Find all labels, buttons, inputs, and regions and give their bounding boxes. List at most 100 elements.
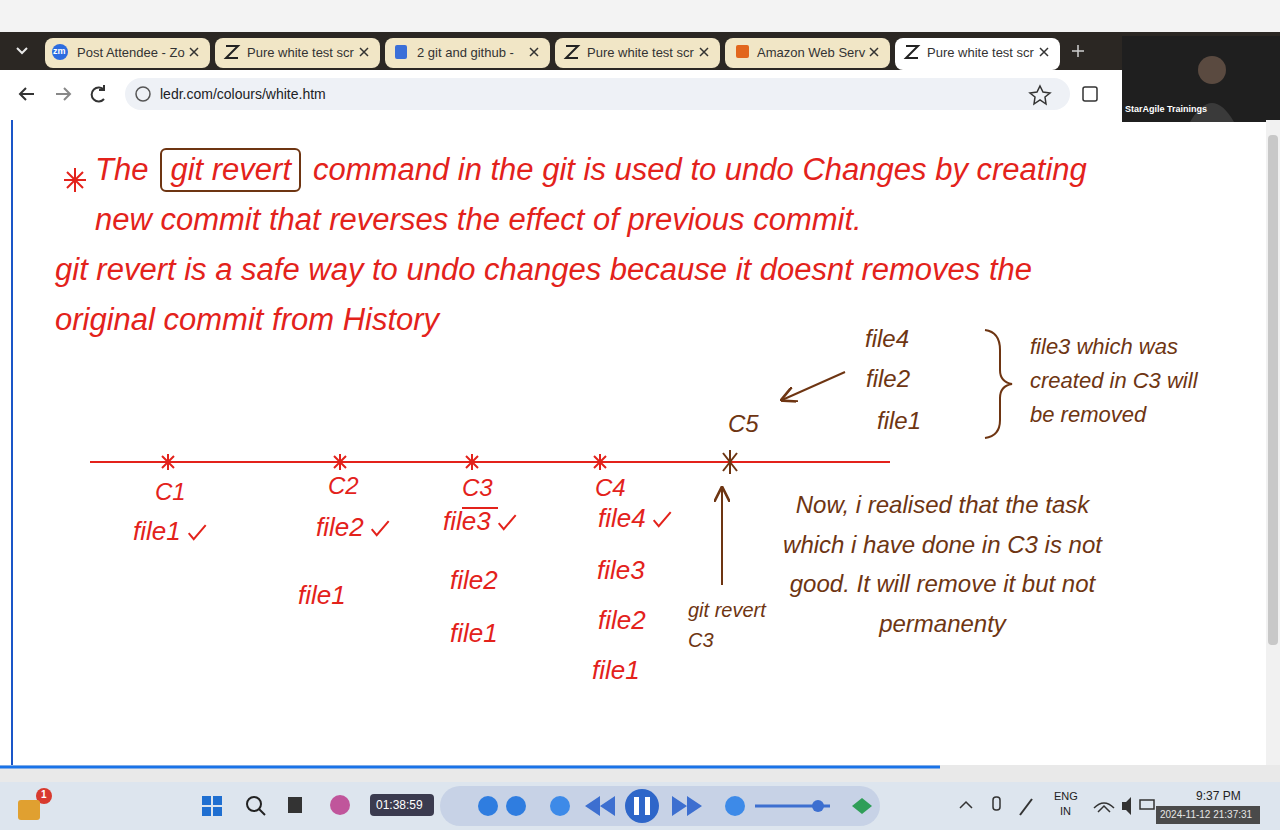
search-icon (247, 797, 261, 811)
tab-menu (17, 48, 27, 53)
app-icon (330, 795, 350, 815)
timestamp-ground (1156, 806, 1260, 824)
site-icon (136, 87, 150, 101)
bullet-star (64, 168, 86, 192)
screen-text: Pure white test scr (587, 45, 694, 61)
app-icon (852, 798, 872, 814)
rewind-button (585, 796, 615, 816)
forward-button (672, 796, 702, 816)
commit-mark (466, 454, 478, 470)
pointer-arrow (782, 372, 845, 400)
handwritten-note: file3 (597, 555, 645, 586)
pause-button (625, 789, 659, 823)
tab-icon (736, 45, 749, 58)
screen-text: Pure white test scr (247, 45, 354, 61)
tray-arrow (960, 802, 972, 808)
check-mark (189, 525, 206, 539)
handwritten-note: file3 (443, 506, 491, 537)
screen-text: 1 (41, 789, 47, 801)
forward-button (56, 88, 70, 100)
extensions-icon (1083, 87, 1097, 101)
check-mark (499, 515, 516, 529)
weather-icon (18, 800, 40, 820)
handwritten-note: file1 (450, 618, 498, 649)
definition-text: The (95, 152, 148, 187)
screen-text: Pure white test scr (927, 45, 1034, 61)
app-icon (550, 796, 570, 816)
handwritten-note: git revert C3 (688, 595, 788, 655)
tab (725, 38, 890, 68)
tab-icon (395, 45, 407, 59)
handwritten-note: file2 (598, 605, 646, 636)
screen-top (0, 0, 1280, 32)
commit-mark (334, 454, 346, 470)
page-border (11, 120, 13, 765)
handwritten-note: C3 (462, 474, 493, 503)
tab (45, 38, 210, 68)
screen-text: 2 git and github - (417, 45, 514, 61)
tab-icon (566, 46, 578, 58)
webcam-thumbnail (1122, 36, 1280, 122)
handwritten-note: Now, i realised that the task which i ha… (770, 485, 1115, 643)
timeline (90, 461, 890, 463)
handwritten-note: C4 (595, 474, 626, 503)
commit-mark (723, 450, 737, 474)
tab-close (700, 48, 708, 56)
scroll-thumb (1268, 135, 1278, 645)
tab (385, 38, 550, 68)
taskbar (0, 782, 1280, 830)
windows-logo (202, 796, 222, 816)
battery-icon (1140, 800, 1154, 809)
handwritten-note: file3 which was created in C3 will be re… (1030, 330, 1220, 432)
logo-part (202, 807, 211, 816)
check-mark (372, 521, 389, 535)
tab-strip (0, 32, 1280, 70)
handwritten-note: file4 (865, 325, 909, 354)
screen-text: ENG (1054, 790, 1078, 803)
pause-bar (634, 797, 639, 815)
tab-close (870, 48, 878, 56)
wifi-icon (1094, 803, 1114, 812)
media-controls (440, 786, 880, 826)
bookmark-star (1030, 86, 1050, 104)
screen-text: ledr.com/colours/white.htm (160, 86, 326, 103)
tabs (45, 38, 1084, 70)
handwritten-note: file1 (592, 655, 640, 686)
tab-close (1040, 48, 1048, 56)
handwritten-note: file1 (133, 516, 181, 547)
player-strip (0, 765, 1280, 782)
tab-icon (52, 44, 68, 60)
screen-text: Post Attendee - Zo (77, 45, 185, 61)
definition-text: Thegit revertcommand in the git is used … (95, 145, 1115, 345)
command-name: git revert (170, 152, 291, 187)
screen-text: Amazon Web Serv (757, 45, 865, 61)
handwritten-note: file2 (866, 365, 910, 394)
tab-close (190, 48, 198, 56)
screen-text: 9:37 PM (1196, 789, 1241, 803)
tab-close (530, 48, 538, 56)
search-icon (259, 809, 265, 815)
progress-bar (0, 766, 940, 769)
handwritten-note: file2 (316, 512, 364, 543)
handwritten-note: file2 (450, 565, 498, 596)
logo-part (213, 796, 222, 805)
handwritten-note: file4 (598, 503, 646, 534)
app-icon (506, 796, 526, 816)
reload-button (92, 85, 104, 102)
time-overlay (370, 794, 434, 816)
tab-close (360, 48, 368, 56)
logo-part (213, 807, 222, 816)
tab (555, 38, 720, 68)
brace (985, 330, 1012, 438)
handwritten-note: file1 (298, 580, 346, 611)
taskview-icon (288, 797, 302, 813)
new-tab (1072, 45, 1084, 57)
screen-text: IN (1060, 805, 1071, 818)
pen-icon (1020, 799, 1032, 815)
revert-arrow (721, 488, 723, 585)
address-row (0, 70, 1280, 120)
handwritten-note: file1 (877, 407, 921, 436)
definition-text: git revert is a safe way to undo changes… (55, 245, 1115, 345)
active-tab (895, 38, 1060, 70)
